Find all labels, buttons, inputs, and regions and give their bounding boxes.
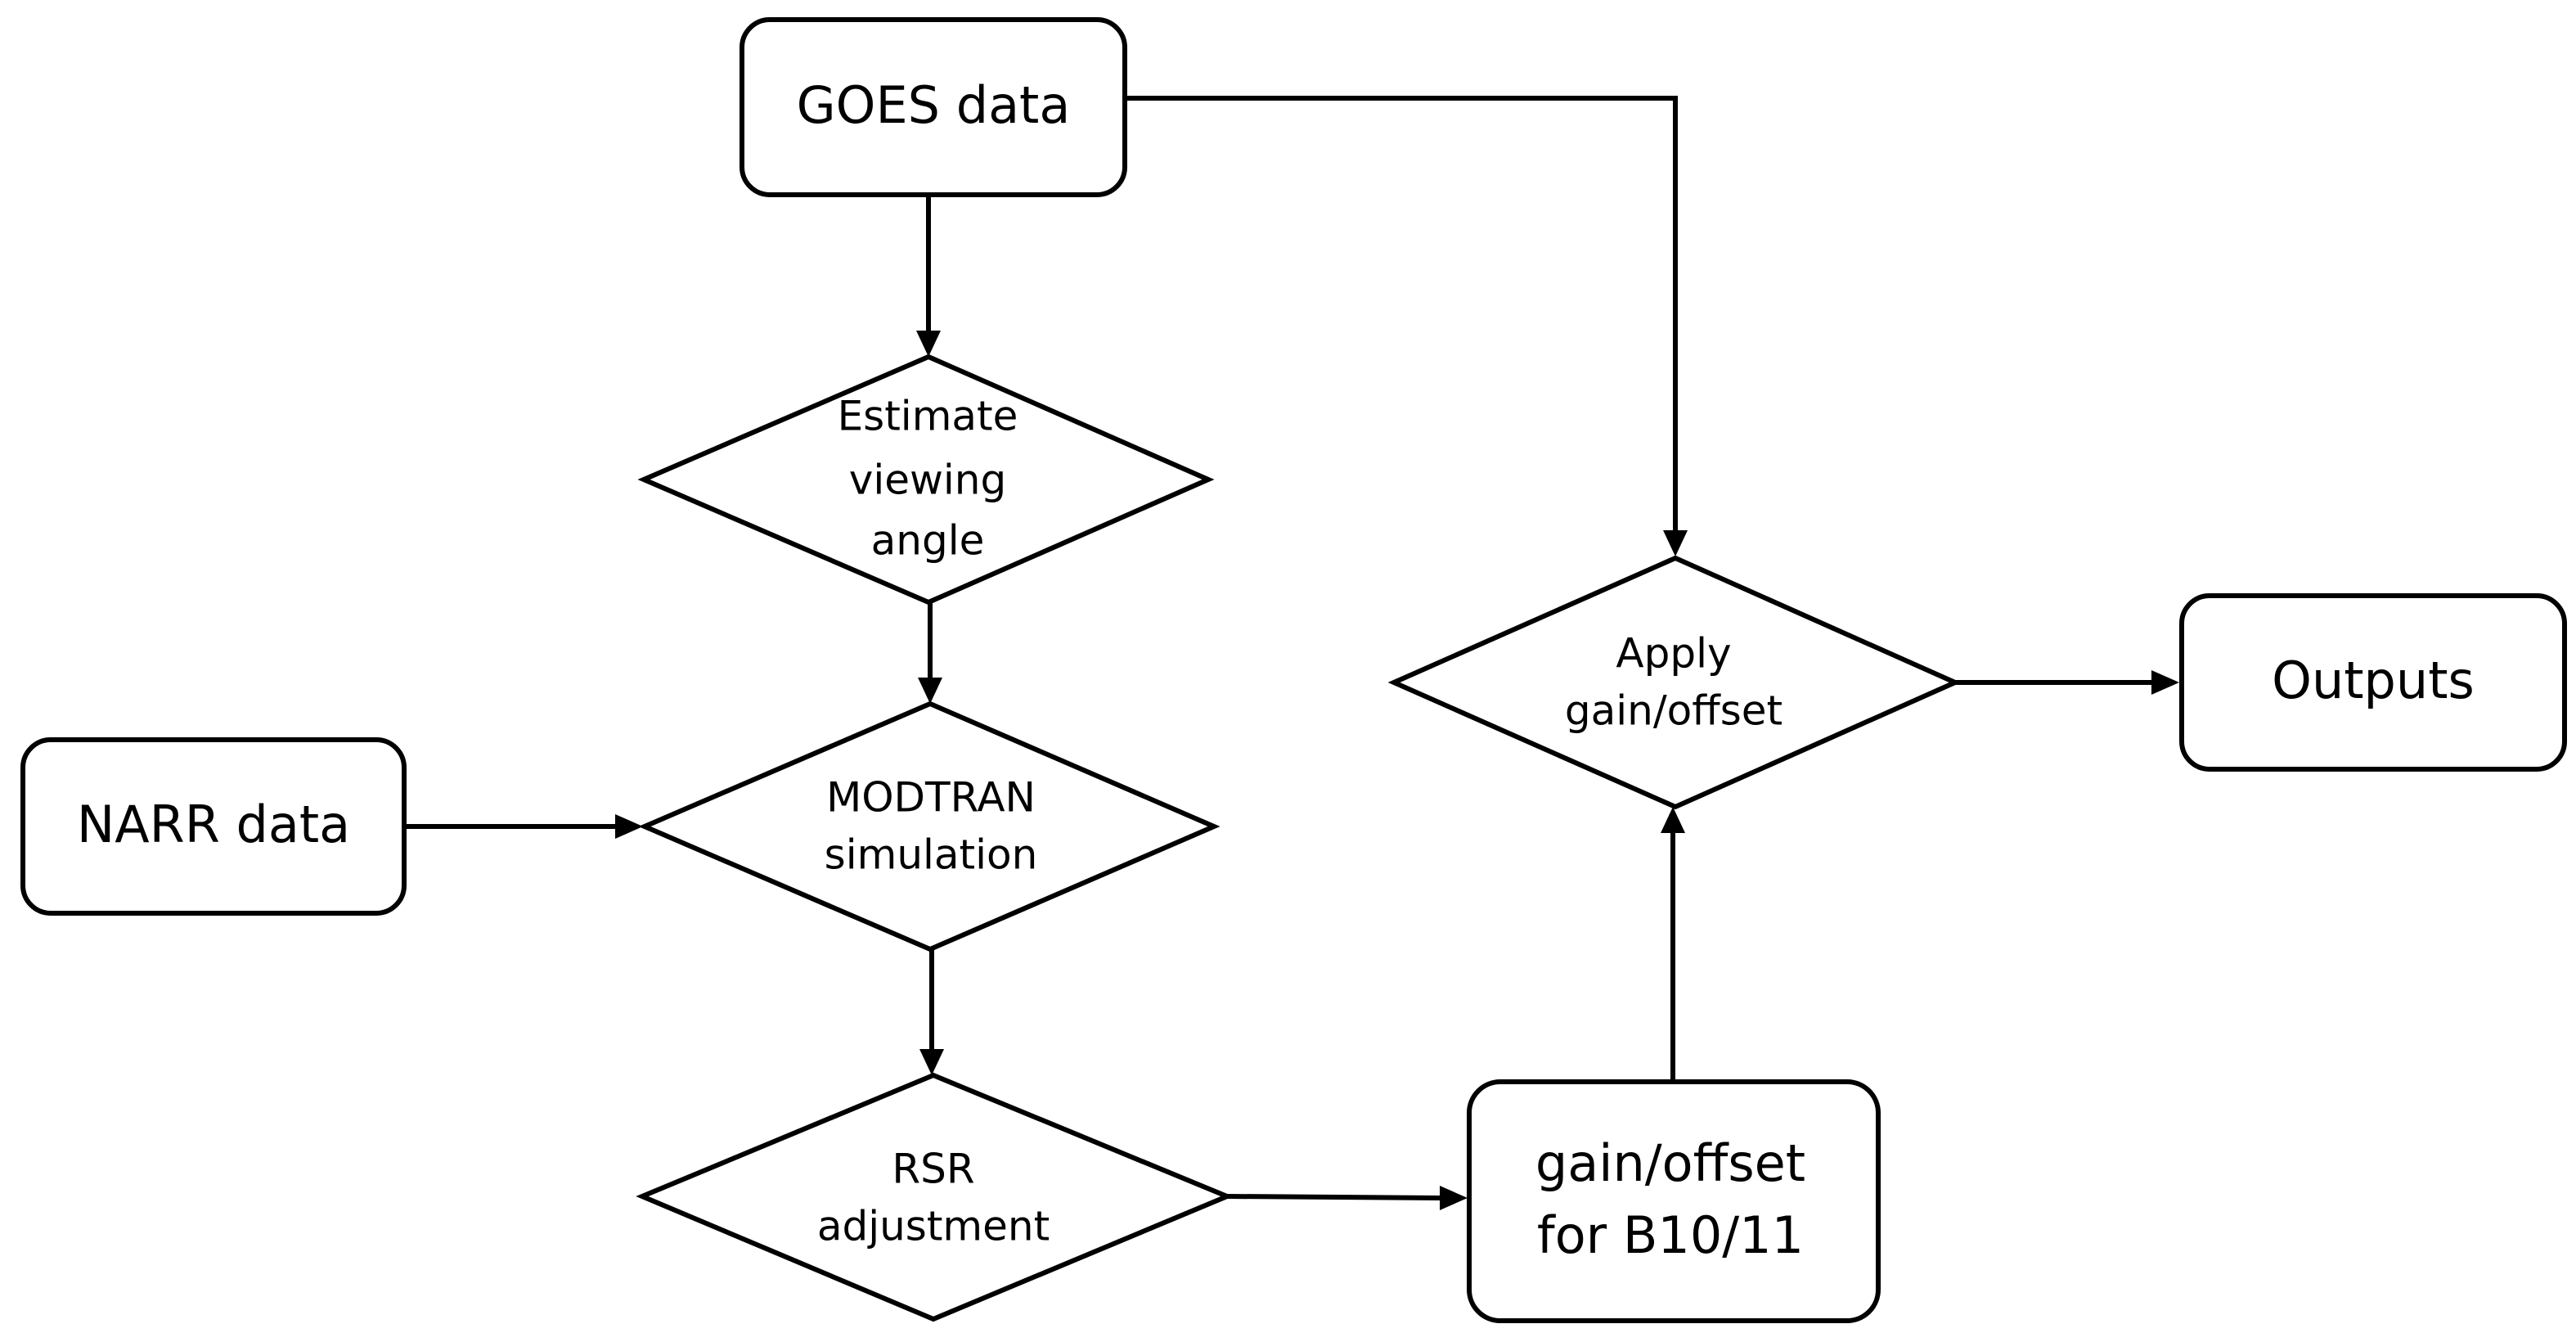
arrowhead-rsr-to-gainoffset — [1440, 1186, 1468, 1210]
node-narr-data-label: NARR data — [77, 795, 350, 854]
node-modtran-line-2: simulation — [825, 831, 1038, 879]
node-rsr-adjustment: RSR adjustment — [636, 1072, 1234, 1322]
arrowhead-modtran-to-rsr — [919, 1049, 944, 1075]
node-gain-offset-line-2: for B10/11 — [1537, 1205, 1804, 1265]
node-goes-data: GOES data — [740, 17, 1127, 197]
node-gain-offset-line-1: gain/offset — [1535, 1133, 1805, 1193]
node-modtran-simulation: MODTRAN simulation — [638, 700, 1221, 952]
node-apply-line-2: gain/offset — [1565, 687, 1783, 735]
node-estimate-viewing-angle: Estimate viewing angle — [637, 354, 1215, 606]
node-estimate-line-1: Estimate — [838, 393, 1018, 440]
node-apply-line-1: Apply — [1616, 630, 1731, 678]
node-outputs: Outputs — [2179, 593, 2567, 772]
node-narr-data: NARR data — [20, 737, 407, 916]
edge-goes-to-apply — [1126, 96, 1678, 530]
arrowhead-goes-to-estimate — [916, 331, 941, 357]
arrowhead-goes-to-apply — [1663, 530, 1688, 556]
node-rsr-line-2: adjustment — [817, 1203, 1050, 1250]
arrowhead-estimate-to-modtran — [918, 678, 942, 704]
node-modtran-line-1: MODTRAN — [826, 774, 1036, 822]
node-gain-offset-b10-11: gain/offset for B10/11 — [1467, 1079, 1881, 1323]
node-goes-data-label: GOES data — [797, 75, 1071, 135]
node-estimate-line-3: angle — [871, 517, 985, 565]
node-apply-gain-offset: Apply gain/offset — [1387, 555, 1962, 810]
arrowhead-apply-to-outputs — [2151, 670, 2179, 695]
node-rsr-line-1: RSR — [892, 1146, 974, 1193]
edge-rsr-to-gainoffset — [1226, 1194, 1441, 1200]
node-outputs-label: Outputs — [2272, 651, 2475, 710]
arrowhead-narr-to-modtran — [615, 814, 643, 839]
node-estimate-line-2: viewing — [849, 457, 1006, 504]
arrowhead-gainoffset-to-apply — [1661, 807, 1685, 833]
